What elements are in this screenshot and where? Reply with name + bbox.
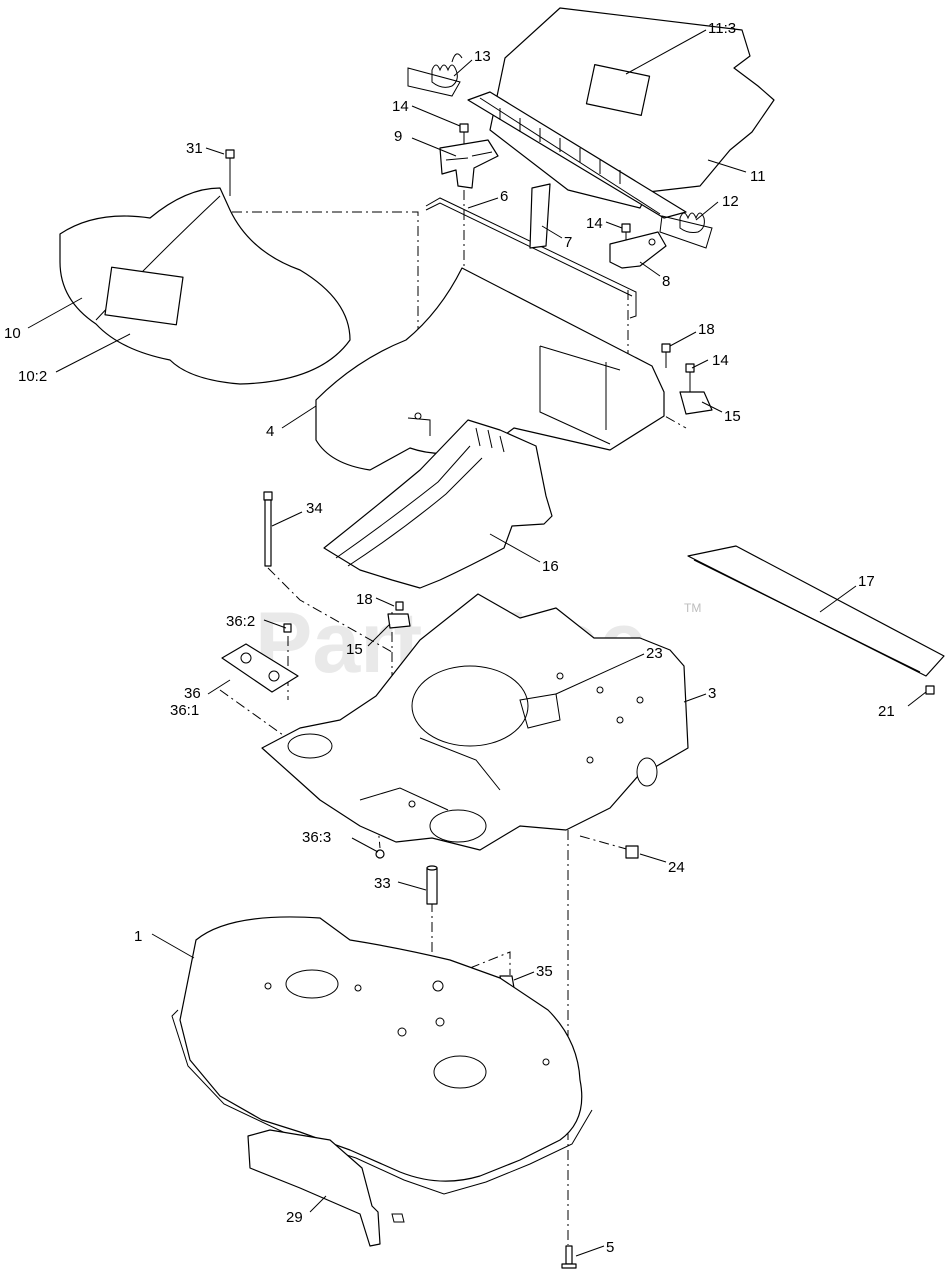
part-31-bolt-head (225, 149, 235, 159)
callout-label: 31 (186, 140, 203, 157)
callout-label: 11 (750, 168, 766, 185)
part-17-trim-strip (687, 545, 945, 677)
part-6-rod (425, 197, 637, 319)
callout-label: 3 (708, 685, 716, 702)
callout-label: 34 (306, 500, 323, 517)
callout-labels: 13 11:3 14 9 31 11 6 12 14 7 8 10 18 14 … (4, 20, 895, 1256)
part-34-rod (263, 491, 273, 567)
callout-label: 4 (266, 423, 274, 440)
callout-label: 6 (500, 188, 508, 205)
callout-label: 36 (184, 685, 201, 702)
part-10-2-decal (104, 266, 184, 326)
callout-label: 21 (878, 703, 895, 720)
part-15-clip (387, 391, 713, 629)
part-18-bolt-head (661, 343, 671, 353)
callout-label: 1 (134, 928, 142, 945)
part-24-nut (625, 845, 639, 859)
callout-label: 24 (668, 859, 685, 876)
callout-label: 29 (286, 1209, 303, 1226)
callout-leaders (27, 29, 927, 1257)
callout-label: 12 (722, 193, 739, 210)
callout-label: 7 (564, 234, 572, 251)
callout-label: 10 (4, 325, 21, 342)
callout-label: 17 (858, 573, 875, 590)
part-1-deck-cover (171, 916, 593, 1195)
part-8-bracket (609, 231, 667, 269)
part-13-spring (407, 53, 463, 97)
part-5-bolt (561, 1245, 577, 1269)
callout-label: 16 (542, 558, 559, 575)
part-12-spring (659, 212, 713, 249)
callout-label: 33 (374, 875, 391, 892)
callout-label: 5 (606, 1239, 614, 1256)
callout-label: 36:3 (302, 829, 331, 846)
part-14-bolt-head (621, 223, 631, 233)
callout-label: 11:3 (708, 20, 736, 37)
part-29-bracket (247, 1129, 405, 1247)
part-16-support (323, 419, 553, 589)
part-11-cover-panel (467, 7, 775, 219)
part-21-screw (925, 685, 935, 695)
part-33-standoff (426, 865, 438, 905)
part-36-2-bolt (283, 623, 292, 633)
part-9-bracket (439, 139, 499, 189)
part-36-plate (221, 623, 385, 859)
callout-label: 15 (724, 408, 741, 425)
part-7-handle (529, 183, 551, 249)
callout-label: 13 (474, 48, 491, 65)
callout-label: 35 (536, 963, 553, 980)
callout-label: 36:1 (170, 702, 199, 719)
callout-label: 8 (662, 273, 670, 290)
callout-label: 18 (356, 591, 373, 608)
callout-label: 14 (392, 98, 409, 115)
callout-label: 14 (712, 352, 729, 369)
part-3-frame (261, 593, 689, 851)
callout-label: 14 (586, 215, 603, 232)
callout-label: 23 (646, 645, 663, 662)
callout-label: 18 (698, 321, 715, 338)
callout-label: 9 (394, 128, 402, 145)
callout-label: 36:2 (226, 613, 255, 630)
part-10-seat-cover (59, 187, 351, 385)
callout-label: 15 (346, 641, 363, 658)
part-11-3-decal (585, 64, 651, 116)
callout-label: 10:2 (18, 368, 47, 385)
part-14-bolt-head (459, 123, 469, 133)
part-4-fender (315, 267, 665, 471)
part-18-bolt-head (395, 601, 404, 611)
watermark-trademark: TM (684, 601, 701, 615)
